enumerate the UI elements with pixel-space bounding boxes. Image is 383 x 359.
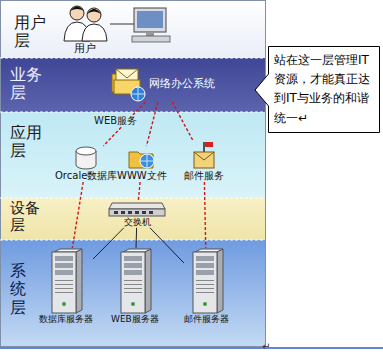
db-icon: [73, 146, 99, 170]
band-divider: [0, 58, 265, 59]
return-mark: ↵: [262, 341, 270, 353]
server-icon: [48, 248, 84, 314]
user-group: 用户: [61, 2, 109, 55]
connector: [93, 228, 124, 259]
node-label: 用户: [74, 42, 96, 55]
node-label: 数据库服务器: [39, 314, 93, 325]
node-label: WEB服务器: [111, 314, 159, 325]
connector: [136, 228, 138, 248]
node-label: 邮件服务器: [184, 314, 229, 325]
band-divider: [0, 112, 265, 113]
layer-label: 业务层: [10, 66, 44, 103]
layer-label: 系统层: [10, 262, 26, 317]
layer-label: 用户层: [14, 14, 48, 51]
office-icon: [110, 66, 146, 102]
band-fill: [0, 58, 265, 112]
service-label: WEB服务: [92, 115, 139, 127]
callout-box: 站在这一层管理IT资源，才能真正达到IT与业务的和谐统一↵: [254, 46, 380, 133]
server: 邮件服务器: [184, 248, 229, 325]
node-label: 邮件服务: [184, 170, 224, 182]
server-icon: [189, 248, 225, 314]
switch: 交换机: [108, 201, 166, 228]
layer-band: 设备层 交换机: [0, 198, 265, 240]
band-fill: [0, 198, 265, 240]
connector: [172, 102, 192, 140]
www-icon: [127, 146, 157, 170]
bottom-rule: [0, 347, 383, 349]
node-label: Orcale数据库: [55, 170, 117, 182]
connector: [204, 182, 205, 248]
switch-icon: [108, 201, 166, 217]
connector: [72, 182, 83, 248]
layer-band: 用户层用户: [0, 0, 265, 58]
www-files: WWW文件: [117, 146, 167, 182]
users-icon: [61, 2, 109, 42]
node-label: WWW文件: [117, 170, 167, 182]
office-system: 网络办公系统: [110, 66, 215, 102]
band-fill: [0, 240, 265, 347]
connector: [146, 102, 157, 146]
layer-band: 系统层数据库服务器 WEB服务器 邮件服务器: [0, 240, 265, 347]
layer-label: 应用层: [10, 124, 44, 161]
band-fill: [0, 0, 265, 58]
layer-band: 业务层 网络办公系统: [0, 58, 265, 112]
connector: [150, 228, 184, 263]
server-icon: [117, 248, 153, 314]
node-label: 交换机: [124, 217, 151, 228]
mail-icon: [190, 140, 218, 170]
node-label: 网络办公系统: [149, 77, 215, 90]
database: Orcale数据库: [55, 146, 117, 182]
mail-service: 邮件服务: [184, 140, 224, 182]
band-fill: [0, 112, 265, 198]
layer-label: 设备层: [10, 200, 42, 235]
connector: [138, 182, 140, 201]
frame: [1, 1, 266, 347]
band-divider: [0, 198, 265, 199]
computer-icon: [110, 8, 170, 42]
callout-text: 站在这一层管理IT资源，才能真正达到IT与业务的和谐统一↵: [254, 46, 380, 133]
callout-shape: [255, 47, 380, 133]
server: 数据库服务器: [39, 248, 93, 325]
server: WEB服务器: [111, 248, 159, 325]
band-divider: [0, 240, 265, 241]
